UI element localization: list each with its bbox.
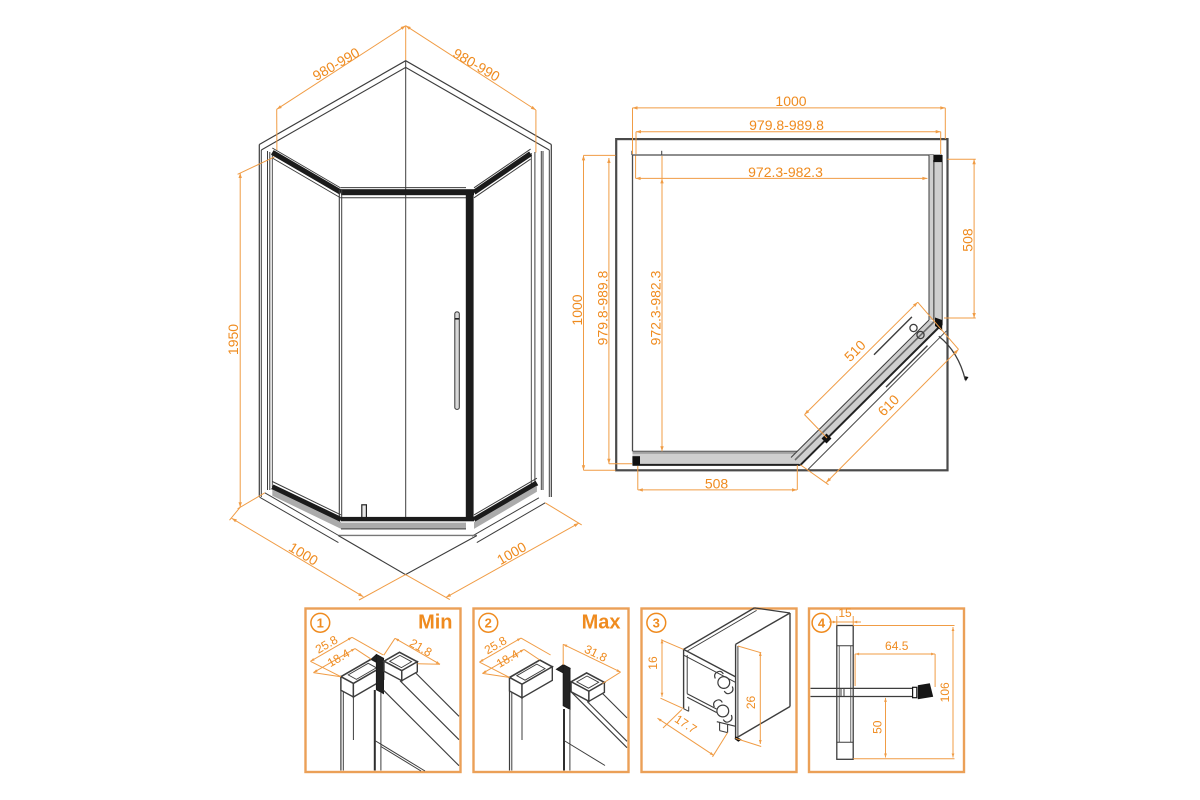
svg-text:1000: 1000 — [569, 294, 585, 325]
svg-text:26: 26 — [744, 696, 758, 710]
svg-text:1: 1 — [317, 615, 324, 630]
svg-text:Min: Min — [418, 612, 452, 634]
svg-text:2: 2 — [485, 615, 492, 630]
svg-text:1000: 1000 — [775, 93, 806, 109]
svg-text:106: 106 — [938, 682, 952, 702]
svg-text:3: 3 — [653, 615, 660, 630]
svg-text:50: 50 — [870, 720, 884, 734]
svg-text:15: 15 — [838, 606, 852, 620]
svg-text:16: 16 — [646, 656, 660, 670]
svg-text:4: 4 — [818, 615, 826, 630]
svg-text:Max: Max — [582, 612, 621, 634]
svg-text:64.5: 64.5 — [885, 639, 909, 653]
svg-text:972.3-982.3: 972.3-982.3 — [748, 164, 823, 180]
svg-text:979.8-989.8: 979.8-989.8 — [594, 270, 610, 345]
svg-text:508: 508 — [960, 228, 976, 252]
svg-text:1950: 1950 — [225, 324, 241, 355]
svg-text:979.8-989.8: 979.8-989.8 — [749, 117, 824, 133]
svg-text:508: 508 — [705, 475, 729, 491]
svg-text:972.3-982.3: 972.3-982.3 — [648, 270, 664, 345]
